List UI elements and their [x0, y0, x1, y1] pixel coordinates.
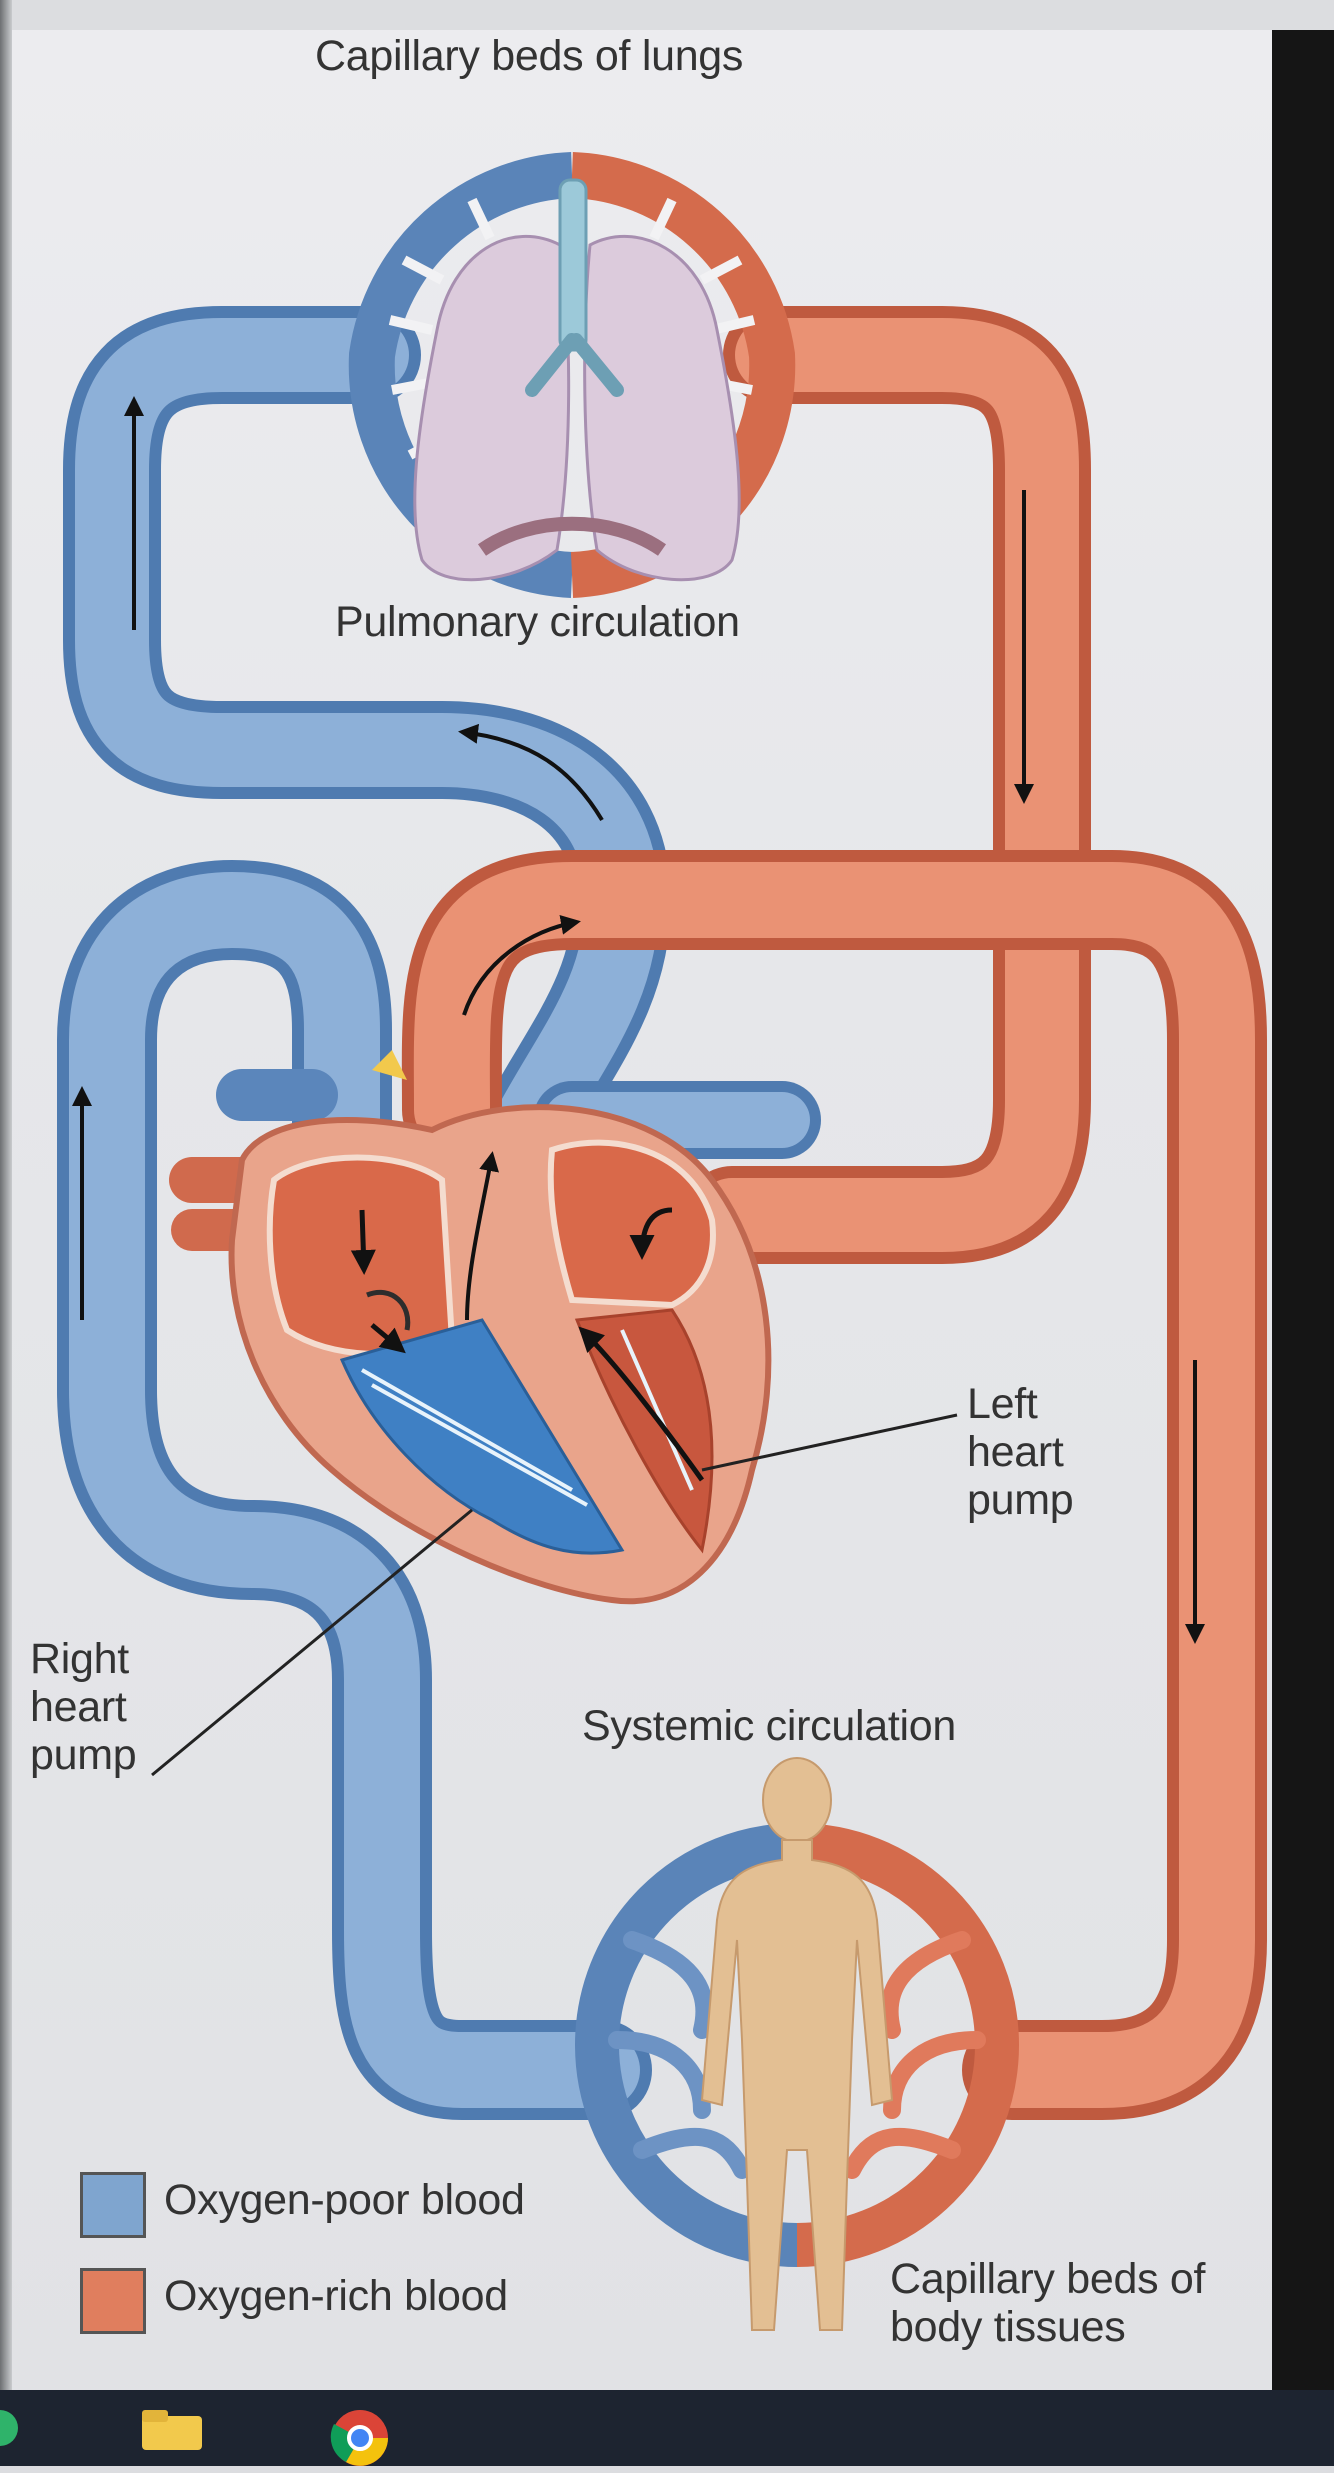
left-heart-pump-line-3: pump	[967, 1476, 1073, 1524]
circulation-figure: Capillary beds of lungs Pulmonary circul…	[12, 30, 1272, 2390]
systemic-circulation-label: Systemic circulation	[582, 1702, 956, 1750]
legend-swatch-oxygen-poor	[80, 2172, 146, 2238]
legend-swatch-oxygen-rich	[80, 2268, 146, 2334]
monitor-bezel-left	[0, 0, 12, 2466]
circulation-diagram	[12, 30, 1272, 2390]
chrome-icon[interactable]	[330, 2408, 390, 2473]
capillary-beds-body-label: Capillary beds of body tissues	[890, 2255, 1205, 2351]
left-heart-pump-line-1: Left	[967, 1380, 1073, 1428]
capillary-beds-body-line-2: body tissues	[890, 2303, 1205, 2351]
capillary-beds-lungs-label: Capillary beds of lungs	[315, 32, 743, 80]
file-explorer-icon[interactable]	[140, 2408, 204, 2457]
left-heart-pump-label: Left heart pump	[967, 1380, 1073, 1524]
right-heart-pump-line-3: pump	[30, 1731, 136, 1779]
legend-label-oxygen-poor: Oxygen-poor blood	[164, 2176, 525, 2224]
right-heart-pump-line-1: Right	[30, 1635, 136, 1683]
taskbar	[0, 2390, 1334, 2466]
capillary-beds-body-line-1: Capillary beds of	[890, 2255, 1205, 2303]
right-heart-pump-line-2: heart	[30, 1683, 136, 1731]
legend-label-oxygen-rich: Oxygen-rich blood	[164, 2272, 508, 2320]
edge-icon[interactable]	[0, 2408, 20, 2453]
right-heart-pump-label: Right heart pump	[30, 1635, 136, 1779]
pulmonary-circulation-label: Pulmonary circulation	[335, 598, 740, 646]
monitor-bezel-right	[1272, 30, 1334, 2390]
left-heart-pump-line-2: heart	[967, 1428, 1073, 1476]
